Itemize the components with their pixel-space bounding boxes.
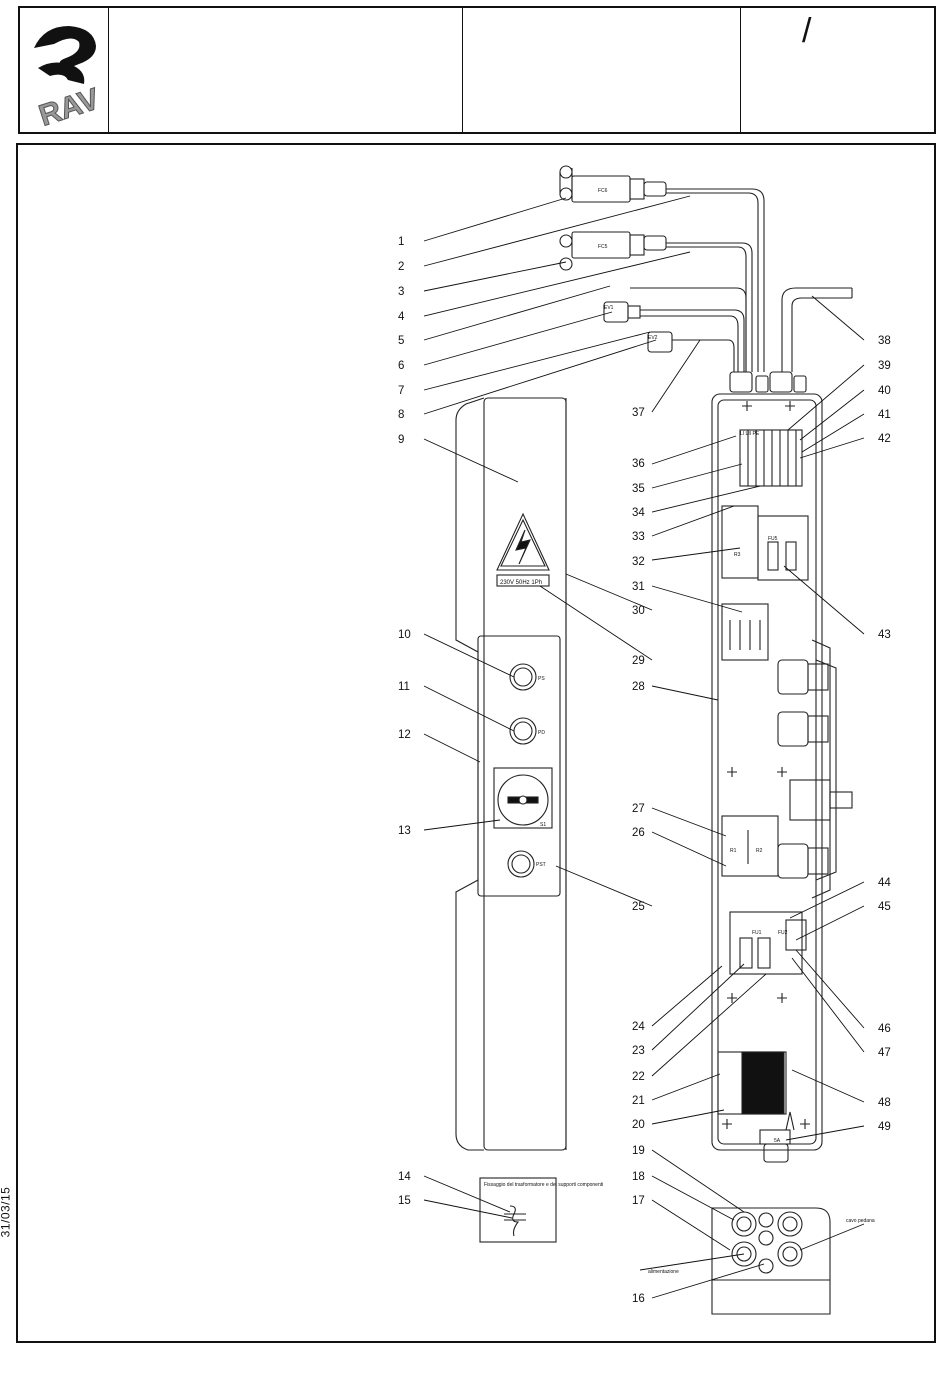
warning-triangle-icon bbox=[496, 512, 550, 571]
title-cell-divider-1 bbox=[108, 8, 109, 132]
button-label-pd: PD bbox=[538, 730, 545, 736]
note-title: Fissaggio del trasformatore e dei suppor… bbox=[484, 1182, 603, 1188]
box-front-cover bbox=[455, 397, 567, 1151]
callout-20: 20 bbox=[632, 1119, 645, 1131]
callout-10: 10 bbox=[398, 629, 411, 641]
callout-13: 13 bbox=[398, 825, 411, 837]
callout-30: 30 bbox=[632, 605, 645, 617]
callout-37: 37 bbox=[632, 407, 645, 419]
callout-38: 38 bbox=[878, 335, 891, 347]
solenoid-label-ev2: EV2 bbox=[648, 335, 658, 341]
callout-6: 6 bbox=[398, 360, 404, 372]
callout-15: 15 bbox=[398, 1195, 411, 1207]
box-interior bbox=[711, 371, 853, 1163]
relay-label-r3: R3 bbox=[734, 552, 741, 558]
callout-18: 18 bbox=[632, 1171, 645, 1183]
callout-48: 48 bbox=[878, 1097, 891, 1109]
title-cell-divider-3 bbox=[740, 8, 741, 132]
callout-26: 26 bbox=[632, 827, 645, 839]
fuse-label-fu2: FU2 bbox=[778, 930, 788, 936]
box-bottom-view bbox=[711, 1207, 831, 1315]
callout-47: 47 bbox=[878, 1047, 891, 1059]
limit-switch-label-fc6: FC6 bbox=[598, 188, 608, 194]
callout-9: 9 bbox=[398, 434, 404, 446]
callout-leaders bbox=[423, 195, 865, 1299]
callout-5: 5 bbox=[398, 335, 404, 347]
callout-19: 19 bbox=[632, 1145, 645, 1157]
rav-logo: RAV bbox=[24, 18, 108, 133]
fuse-label-fu1: FU1 bbox=[752, 930, 762, 936]
callout-27: 27 bbox=[632, 803, 645, 815]
callout-24: 24 bbox=[632, 1021, 645, 1033]
callout-14: 14 bbox=[398, 1171, 411, 1183]
callout-39: 39 bbox=[878, 360, 891, 372]
callout-49: 49 bbox=[878, 1121, 891, 1133]
callout-7: 7 bbox=[398, 385, 404, 397]
callout-1: 1 bbox=[398, 236, 404, 248]
callout-11: 11 bbox=[398, 681, 410, 693]
revision-mark: / bbox=[802, 12, 812, 50]
fuse-label-fu5: FU5 bbox=[768, 536, 778, 542]
callout-2: 2 bbox=[398, 261, 404, 273]
limit-switch-fc6 bbox=[559, 165, 667, 203]
callout-35: 35 bbox=[632, 483, 645, 495]
callout-12: 12 bbox=[398, 729, 411, 741]
solenoid-ev1 bbox=[603, 301, 641, 323]
limit-switch-label-fc5: FC5 bbox=[598, 244, 608, 250]
callout-21: 21 bbox=[632, 1095, 645, 1107]
solenoid-ev2 bbox=[647, 331, 673, 353]
drawing-frame bbox=[16, 143, 936, 1343]
callout-3: 3 bbox=[398, 286, 404, 298]
callout-41: 41 bbox=[878, 409, 891, 421]
callout-44: 44 bbox=[878, 877, 891, 889]
callout-36: 36 bbox=[632, 458, 645, 470]
callout-25: 25 bbox=[632, 901, 645, 913]
callout-33: 33 bbox=[632, 531, 645, 543]
callout-17: 17 bbox=[632, 1195, 645, 1207]
voltage-label: 230V 50Hz 1Ph bbox=[500, 580, 542, 586]
pendant-cable-label: cavo pedana bbox=[846, 1218, 875, 1224]
switch-label: S1 bbox=[540, 822, 546, 828]
callout-8: 8 bbox=[398, 409, 404, 421]
title-block: RAV / bbox=[18, 6, 936, 134]
button-label-pst: PST bbox=[536, 862, 546, 868]
title-cell-divider-2 bbox=[462, 8, 463, 132]
callout-46: 46 bbox=[878, 1023, 891, 1035]
solenoid-label-ev1: EV1 bbox=[604, 305, 614, 311]
callout-22: 22 bbox=[632, 1071, 645, 1083]
relay-label-r1: R1 bbox=[730, 848, 737, 854]
relay-label-r2: R2 bbox=[756, 848, 763, 854]
fuse-rating-label: 5A bbox=[774, 1138, 781, 1144]
callout-29: 29 bbox=[632, 655, 645, 667]
callout-43: 43 bbox=[878, 629, 891, 641]
power-inlet-label: alimentazione bbox=[648, 1269, 679, 1275]
callout-31: 31 bbox=[632, 581, 645, 593]
callout-32: 32 bbox=[632, 556, 645, 568]
limit-switch-fc5 bbox=[559, 231, 667, 271]
callout-28: 28 bbox=[632, 681, 645, 693]
callout-34: 34 bbox=[632, 507, 645, 519]
button-label-ps: PS bbox=[538, 676, 545, 682]
callout-42: 42 bbox=[878, 433, 891, 445]
terminal-block-label: LI LII PE bbox=[740, 431, 760, 437]
callout-4: 4 bbox=[398, 311, 405, 323]
callout-23: 23 bbox=[632, 1045, 645, 1057]
callout-45: 45 bbox=[878, 901, 891, 913]
callout-40: 40 bbox=[878, 385, 891, 397]
callout-16: 16 bbox=[632, 1293, 645, 1305]
